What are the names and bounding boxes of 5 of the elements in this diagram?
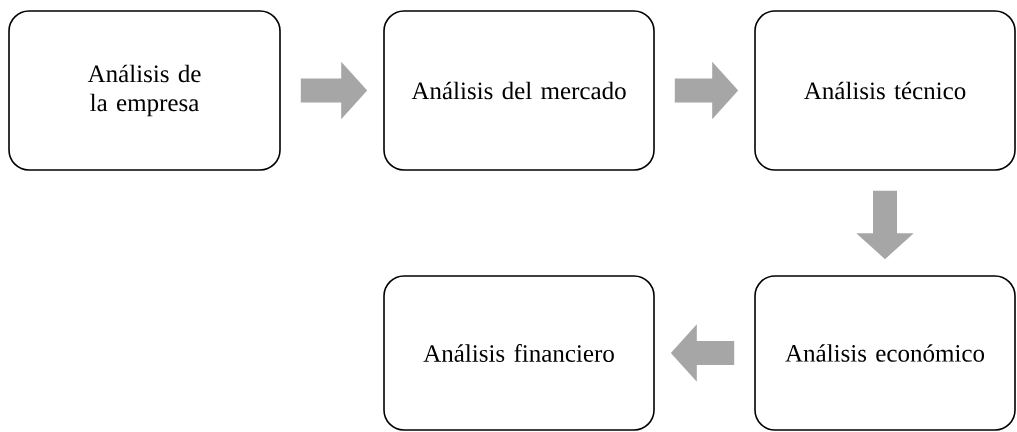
process-box: Análisis de la empresa — [8, 10, 281, 171]
process-box: Análisis del mercado — [383, 10, 655, 171]
process-box: Análisis financiero — [383, 275, 655, 431]
process-box: Análisis técnico — [754, 10, 1016, 171]
process-box: Análisis económico — [754, 275, 1016, 431]
